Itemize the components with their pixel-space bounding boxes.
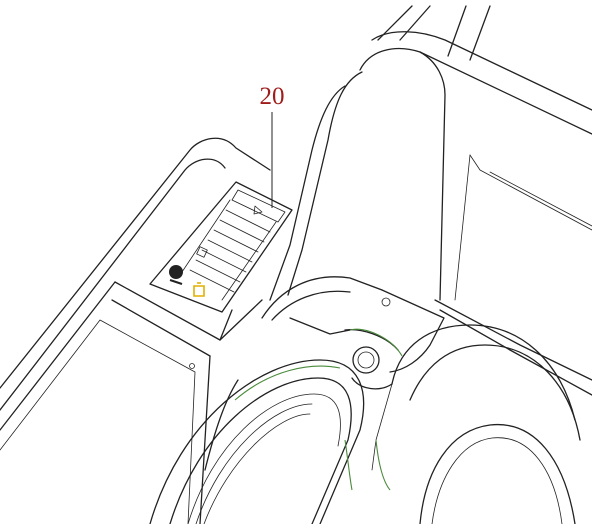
cable-lines	[377, 5, 491, 61]
main-housing	[269, 31, 592, 396]
callout-label-20: 20	[259, 83, 285, 110]
lower-ring	[149, 359, 365, 524]
label-plate	[149, 181, 293, 313]
recycle-icon	[169, 265, 183, 285]
left-panel	[0, 137, 271, 524]
battery-icon	[193, 282, 205, 297]
right-barrel	[371, 324, 581, 524]
